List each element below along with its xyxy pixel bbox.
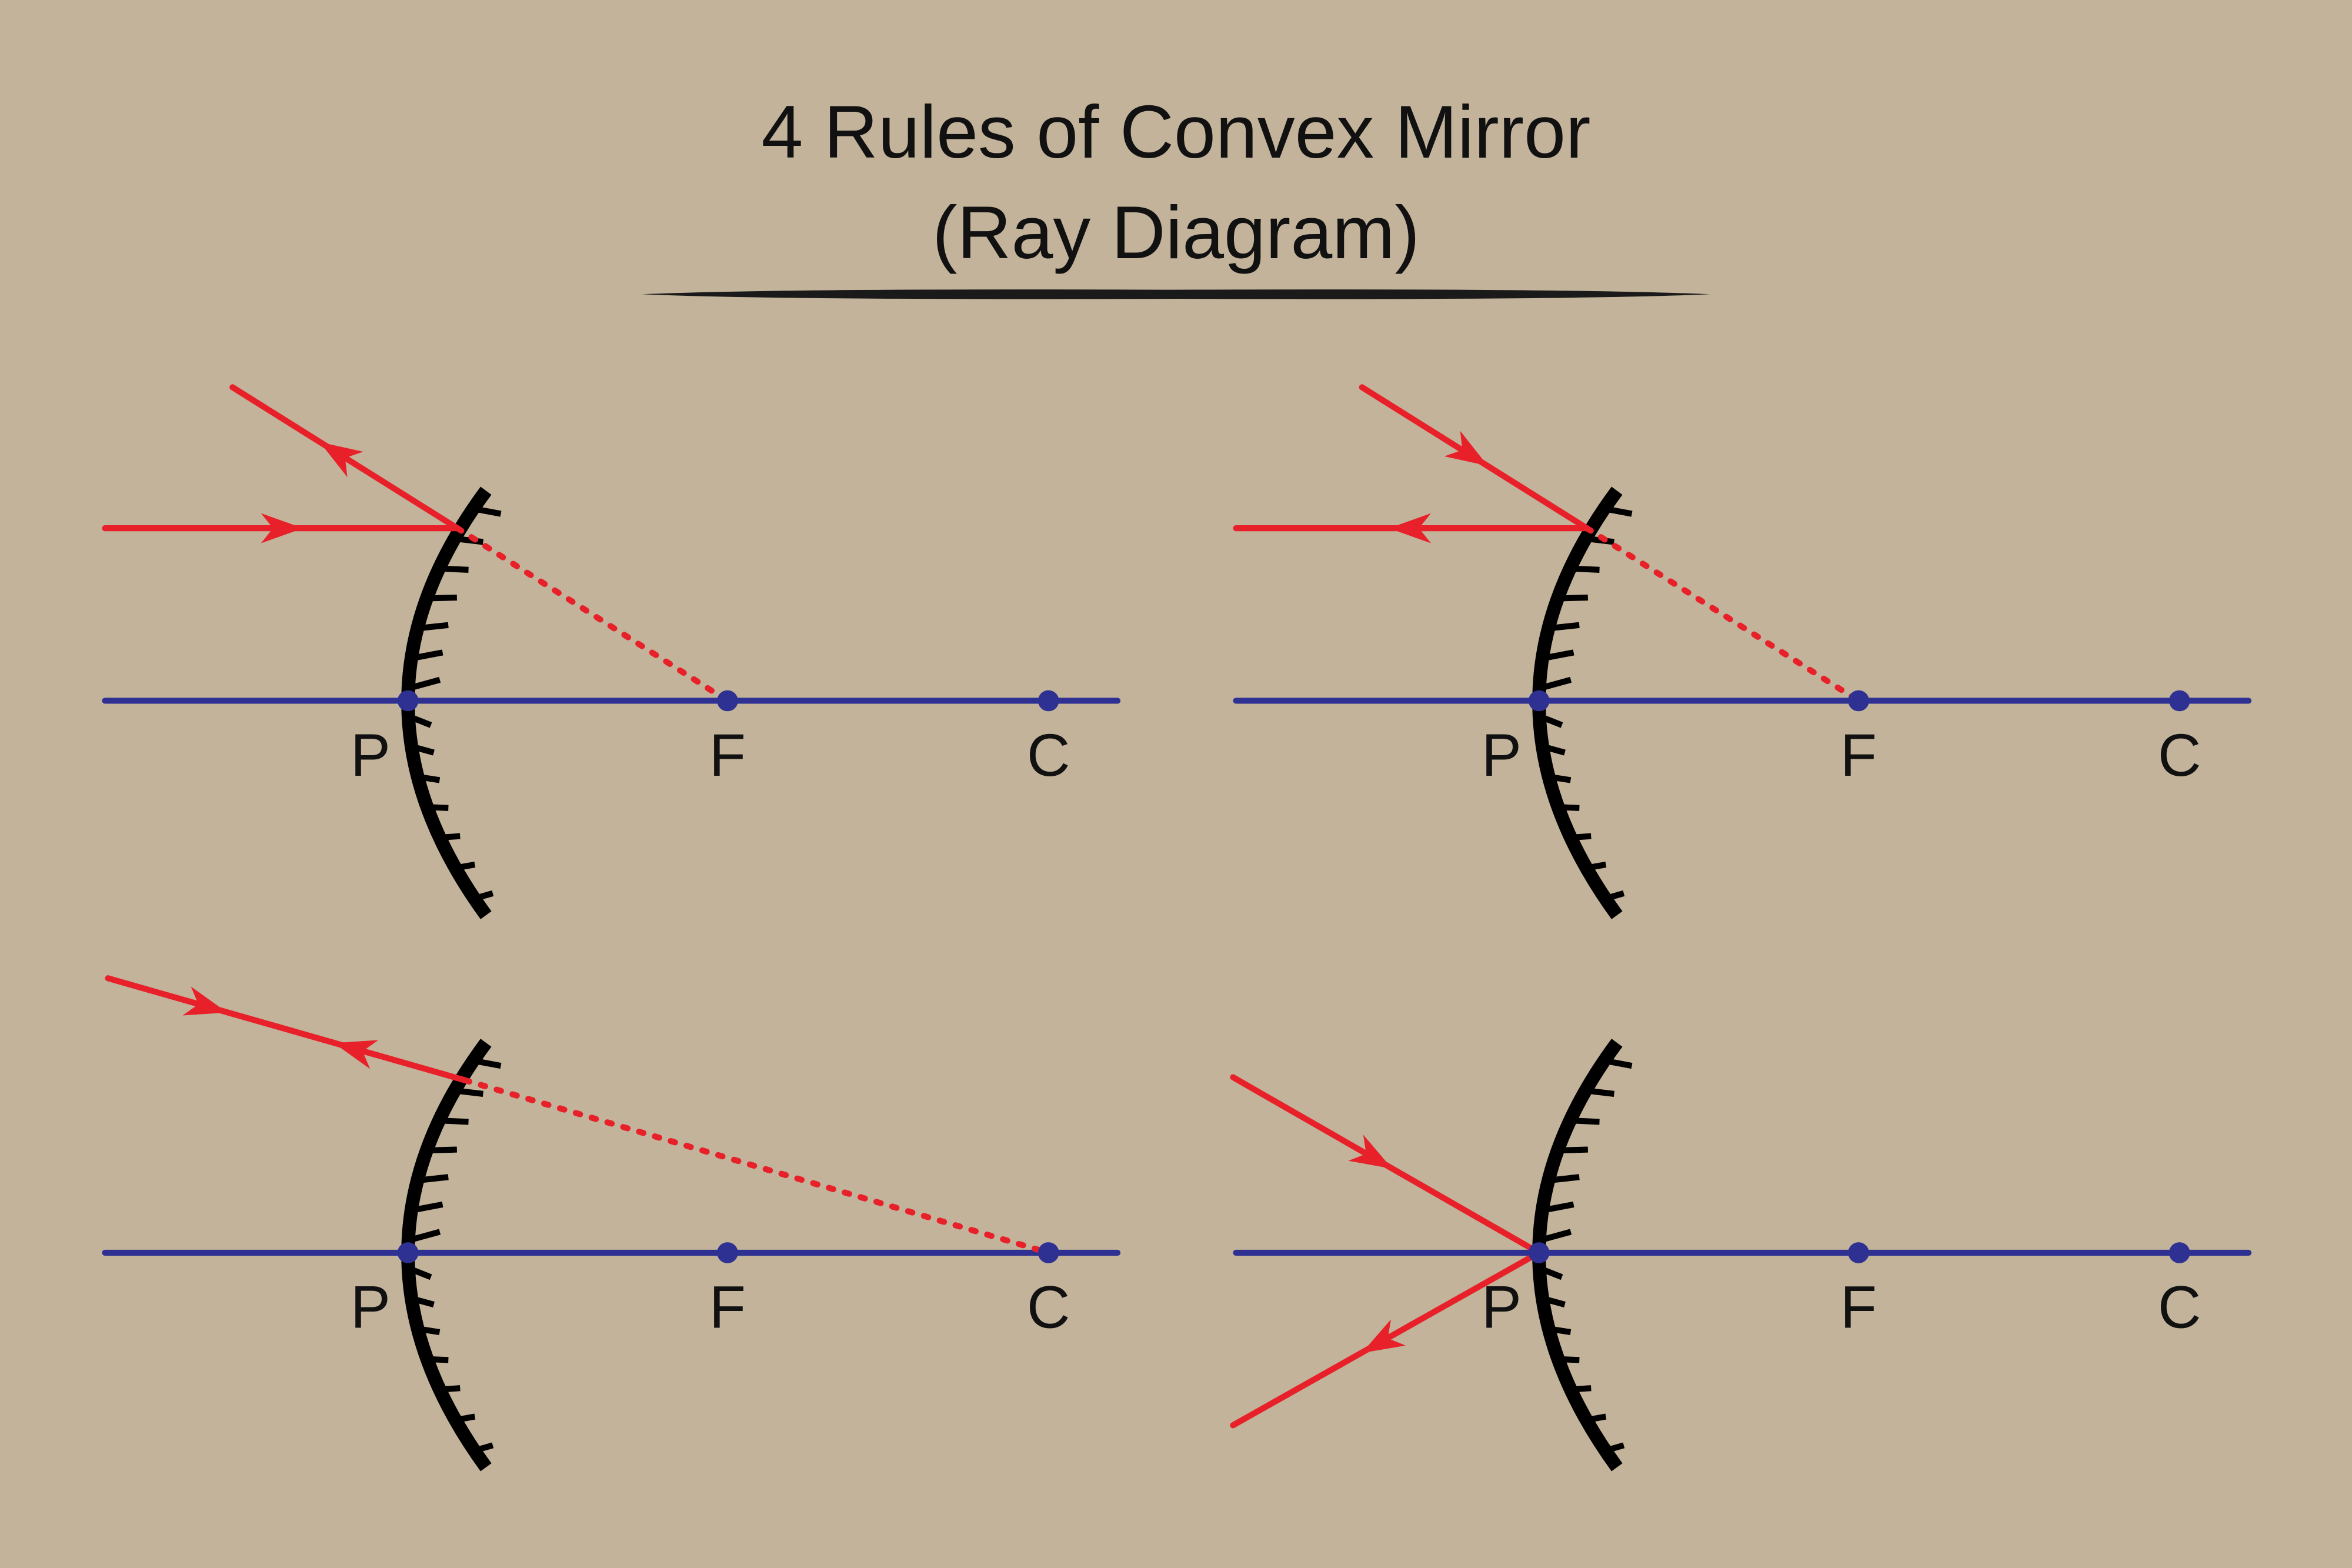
point-centre-dot [2168, 690, 2190, 712]
point-focus-dot [1848, 1242, 1869, 1263]
point-focus-label: F [709, 722, 746, 789]
point-pole-dot [397, 1242, 419, 1263]
mirror-hatch-mark [442, 833, 461, 840]
point-centre-label: C [1027, 1274, 1070, 1341]
point-centre-label: C [2158, 1274, 2201, 1341]
mirror-hatch-mark [476, 890, 494, 901]
mirror-hatch-mark [413, 649, 443, 661]
mirror-hatch-mark [457, 1087, 483, 1097]
mirror-hatch-mark [1607, 506, 1633, 517]
ray-arrow-icon [319, 442, 363, 478]
mirror-hatch-mark [1561, 1356, 1580, 1363]
ray-arrow-icon [182, 986, 228, 1016]
mirror-hatch-mark [442, 1117, 469, 1125]
point-pole-dot [397, 690, 419, 712]
mirror-hatch-mark [442, 1385, 461, 1393]
title-underline [642, 289, 1710, 299]
virtual-ray-dotted [1584, 525, 1862, 704]
mirror-hatch-mark [413, 1201, 443, 1213]
mirror-hatch-mark [410, 715, 432, 728]
virtual-ray-dotted [462, 1077, 1052, 1256]
mirror-hatch-mark [1544, 1201, 1574, 1213]
mirror-hatch-mark [1573, 1117, 1600, 1125]
mirror-hatch-mark [458, 1413, 476, 1423]
mirror-hatch-mark [458, 861, 476, 870]
point-centre-dot [2168, 1242, 2190, 1263]
mirror-hatch-mark [420, 622, 449, 631]
mirror-hatch-mark [476, 1058, 502, 1069]
mirror-hatch-mark [1544, 744, 1566, 756]
mirror-hatch-mark [1607, 890, 1625, 901]
point-focus-dot [1848, 690, 1869, 712]
mirror-hatch-mark [420, 774, 441, 783]
point-focus-dot [717, 1242, 738, 1263]
ray-arrow-icon [333, 1040, 379, 1069]
mirror-hatch-mark [1573, 565, 1600, 573]
virtual-ray-dotted [454, 525, 731, 704]
mirror-hatch-mark [413, 1296, 435, 1307]
mirror-hatch-mark [1544, 1296, 1566, 1307]
mirror-hatch-mark [420, 1174, 449, 1183]
mirror-hatch-mark [1551, 1326, 1572, 1336]
mirror-hatch-mark [1551, 1174, 1580, 1183]
mirror-hatch-mark [1542, 1229, 1572, 1243]
mirror-hatch-mark [1551, 774, 1572, 783]
mirror-hatch-mark [430, 1356, 449, 1363]
mirror-hatch-mark [413, 744, 435, 756]
point-centre-label: C [1027, 722, 1070, 789]
mirror-hatch-mark [1589, 1413, 1607, 1423]
point-pole-label: P [1482, 1274, 1522, 1341]
point-focus-dot [717, 690, 738, 712]
mirror-hatch-mark [410, 1266, 432, 1280]
mirror-hatch-mark [411, 1229, 441, 1243]
mirror-hatch-mark [1589, 861, 1607, 870]
ray-arrow-icon [1362, 1319, 1406, 1353]
mirror-hatch-mark [411, 676, 441, 691]
point-pole-label: P [351, 1274, 391, 1341]
mirror-hatch-mark [420, 1326, 441, 1336]
point-focus-label: F [1840, 722, 1877, 789]
mirror-hatch-mark [1541, 1266, 1563, 1280]
point-pole-dot [1528, 1242, 1550, 1263]
title-line-2: (Ray Diagram) [932, 191, 1420, 275]
ray-arrow-icon [1389, 513, 1432, 543]
point-focus-label: F [1840, 1274, 1877, 1341]
mirror-hatch-mark [1607, 1442, 1625, 1453]
mirror-hatch-mark [1573, 1385, 1592, 1393]
title-line-1: 4 Rules of Convex Mirror [761, 91, 1590, 174]
mirror-hatch-mark [1551, 622, 1580, 631]
point-pole-label: P [351, 722, 391, 789]
point-centre-dot [1037, 1242, 1059, 1263]
incident-ray [105, 975, 468, 1083]
mirror-hatch-mark [457, 536, 483, 545]
ray-arrow-icon [261, 513, 303, 543]
point-centre-dot [1037, 690, 1059, 712]
point-focus-label: F [709, 1274, 746, 1341]
mirror-hatch-mark [1542, 676, 1572, 691]
mirror-hatch-mark [1544, 649, 1574, 661]
mirror-hatch-mark [442, 565, 469, 573]
mirror-hatch-mark [1573, 833, 1592, 840]
mirror-hatch-mark [476, 506, 502, 517]
ray-arrow-icon [1348, 1135, 1393, 1169]
point-pole-dot [1528, 690, 1550, 712]
point-centre-label: C [2158, 722, 2201, 789]
mirror-hatch-mark [476, 1442, 494, 1453]
mirror-hatch-mark [1607, 1058, 1633, 1069]
point-pole-label: P [1482, 722, 1522, 789]
mirror-hatch-mark [1541, 715, 1563, 728]
ray-arrow-icon [1444, 431, 1488, 466]
mirror-hatch-mark [1588, 1087, 1614, 1097]
